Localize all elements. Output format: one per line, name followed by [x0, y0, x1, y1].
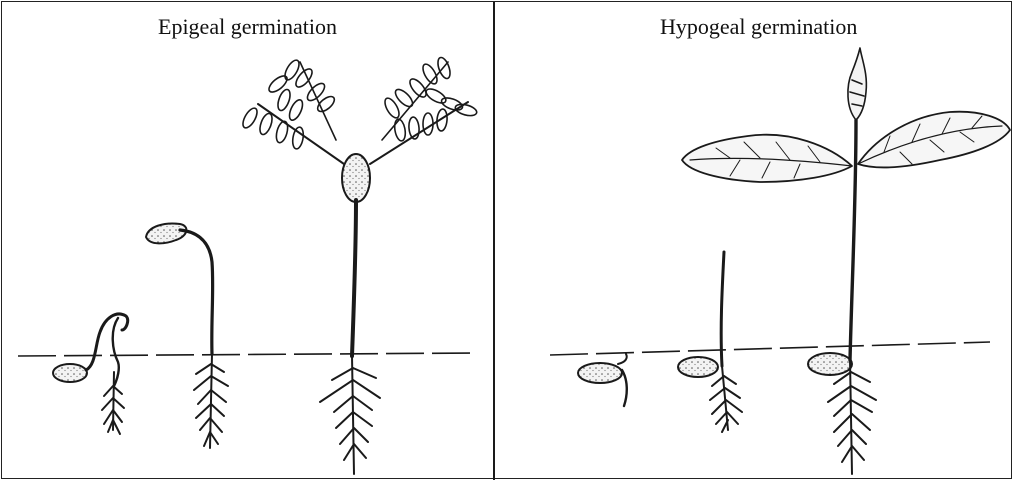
- seed-shape: [808, 353, 852, 375]
- epigeal-stage-3: [240, 56, 478, 474]
- seed-shape: [146, 224, 186, 244]
- hypogeal-stage-1: [578, 354, 627, 406]
- epigeal-stage-1: [53, 314, 128, 434]
- seed-shape: [578, 363, 622, 383]
- root-shape: [194, 354, 228, 448]
- right-compound-leaf: [382, 56, 478, 142]
- radicle-shape: [622, 370, 627, 406]
- left-leaf: [682, 135, 852, 182]
- epigeal-stage-2: [146, 224, 228, 448]
- hypogeal-stage-3: [682, 48, 1010, 474]
- shoot-bud: [848, 48, 866, 120]
- seed-shape: [53, 364, 87, 382]
- root-shape: [828, 360, 876, 474]
- root-shape: [102, 372, 124, 434]
- epigeal-soil-line: [18, 353, 478, 356]
- left-compound-leaf: [240, 58, 337, 150]
- hypogeal-soil-line: [550, 342, 990, 355]
- root-shape: [710, 366, 742, 432]
- seed-shape: [678, 357, 718, 377]
- root-shape: [320, 356, 380, 474]
- right-leaf: [858, 112, 1010, 168]
- hypogeal-stage-2: [678, 252, 742, 432]
- cotyledon-shape: [342, 154, 370, 202]
